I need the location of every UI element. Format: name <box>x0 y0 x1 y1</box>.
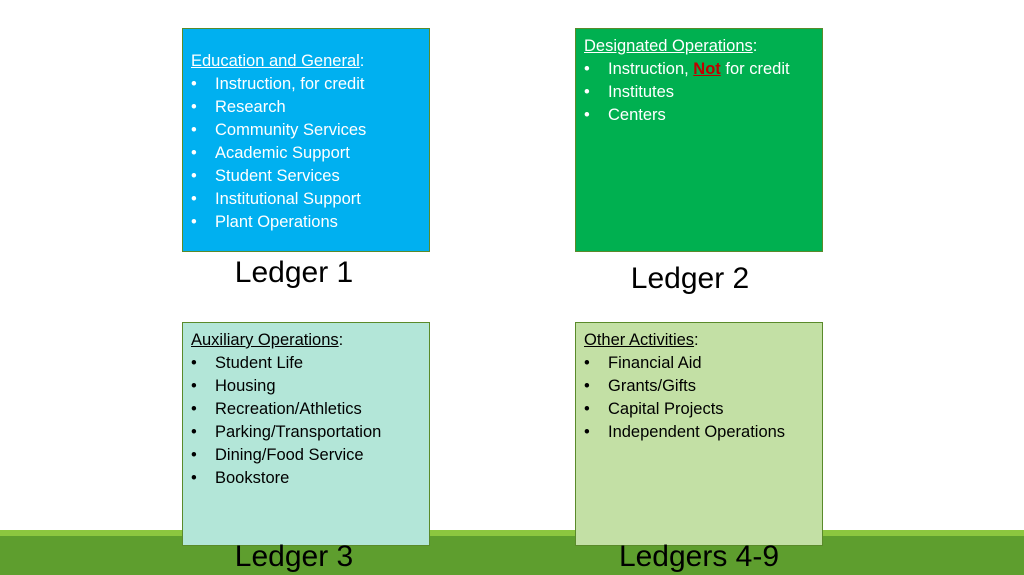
list-item: Academic Support <box>191 142 421 165</box>
ledger3-list: Student Life Housing Recreation/Athletic… <box>191 352 421 490</box>
list-item: Plant Operations <box>191 211 421 234</box>
ledger3-caption: Ledger 3 <box>234 540 354 573</box>
ledger2-heading: Designated Operations <box>584 37 753 55</box>
ledger4-heading-line: Other Activities: <box>584 329 814 352</box>
list-item: Housing <box>191 375 421 398</box>
list-item: Capital Projects <box>584 398 814 421</box>
ledger4-heading: Other Activities <box>584 331 695 349</box>
ledger1-colon: : <box>359 52 365 70</box>
ledger1-caption: Ledger 1 <box>234 256 354 289</box>
list-item: Student Services <box>191 165 421 188</box>
ledger1-heading: Education and General <box>191 52 360 70</box>
ledger4-list: Financial Aid Grants/Gifts Capital Proje… <box>584 352 814 444</box>
not-emphasis: Not <box>693 60 721 78</box>
ledger3-box: Auxiliary Operations: Student Life Housi… <box>182 322 430 546</box>
footer-band-dark <box>0 536 1024 575</box>
ledger1-list: Instruction, for credit Research Communi… <box>191 73 421 234</box>
list-item: Bookstore <box>191 467 421 490</box>
list-item: Institutional Support <box>191 188 421 211</box>
list-item: Instruction, for credit <box>191 73 421 96</box>
list-item: Dining/Food Service <box>191 444 421 467</box>
list-item: Independent Operations <box>584 421 814 444</box>
list-item: Institutes <box>584 81 814 104</box>
list-item: Recreation/Athletics <box>191 398 421 421</box>
ledger4-caption: Ledgers 4-9 <box>618 540 780 573</box>
list-item: Community Services <box>191 119 421 142</box>
ledger2-caption: Ledger 2 <box>630 262 750 295</box>
list-item: Parking/Transportation <box>191 421 421 444</box>
list-item: Instruction, Not for credit <box>584 58 814 81</box>
list-item: Grants/Gifts <box>584 375 814 398</box>
ledger1-heading-line: Education and General: <box>191 50 421 73</box>
ledger3-heading-line: Auxiliary Operations: <box>191 329 421 352</box>
ledger2-heading-line: Designated Operations: <box>584 35 814 58</box>
ledger3-heading: Auxiliary Operations <box>191 331 339 349</box>
ledger4-colon: : <box>694 331 699 349</box>
list-item: Financial Aid <box>584 352 814 375</box>
list-item: Research <box>191 96 421 119</box>
ledger2-list: Instruction, Not for credit Institutes C… <box>584 58 814 127</box>
item-prefix: Instruction, <box>608 60 694 78</box>
item-suffix: for credit <box>720 60 790 78</box>
ledger2-box: Designated Operations: Instruction, Not … <box>575 28 823 252</box>
ledger4-box: Other Activities: Financial Aid Grants/G… <box>575 322 823 546</box>
list-item: Student Life <box>191 352 421 375</box>
footer-band-light <box>0 530 1024 536</box>
ledger1-box: Education and General: Instruction, for … <box>182 28 430 252</box>
ledger3-colon: : <box>338 331 344 349</box>
ledger2-colon: : <box>752 37 758 55</box>
list-item: Centers <box>584 104 814 127</box>
